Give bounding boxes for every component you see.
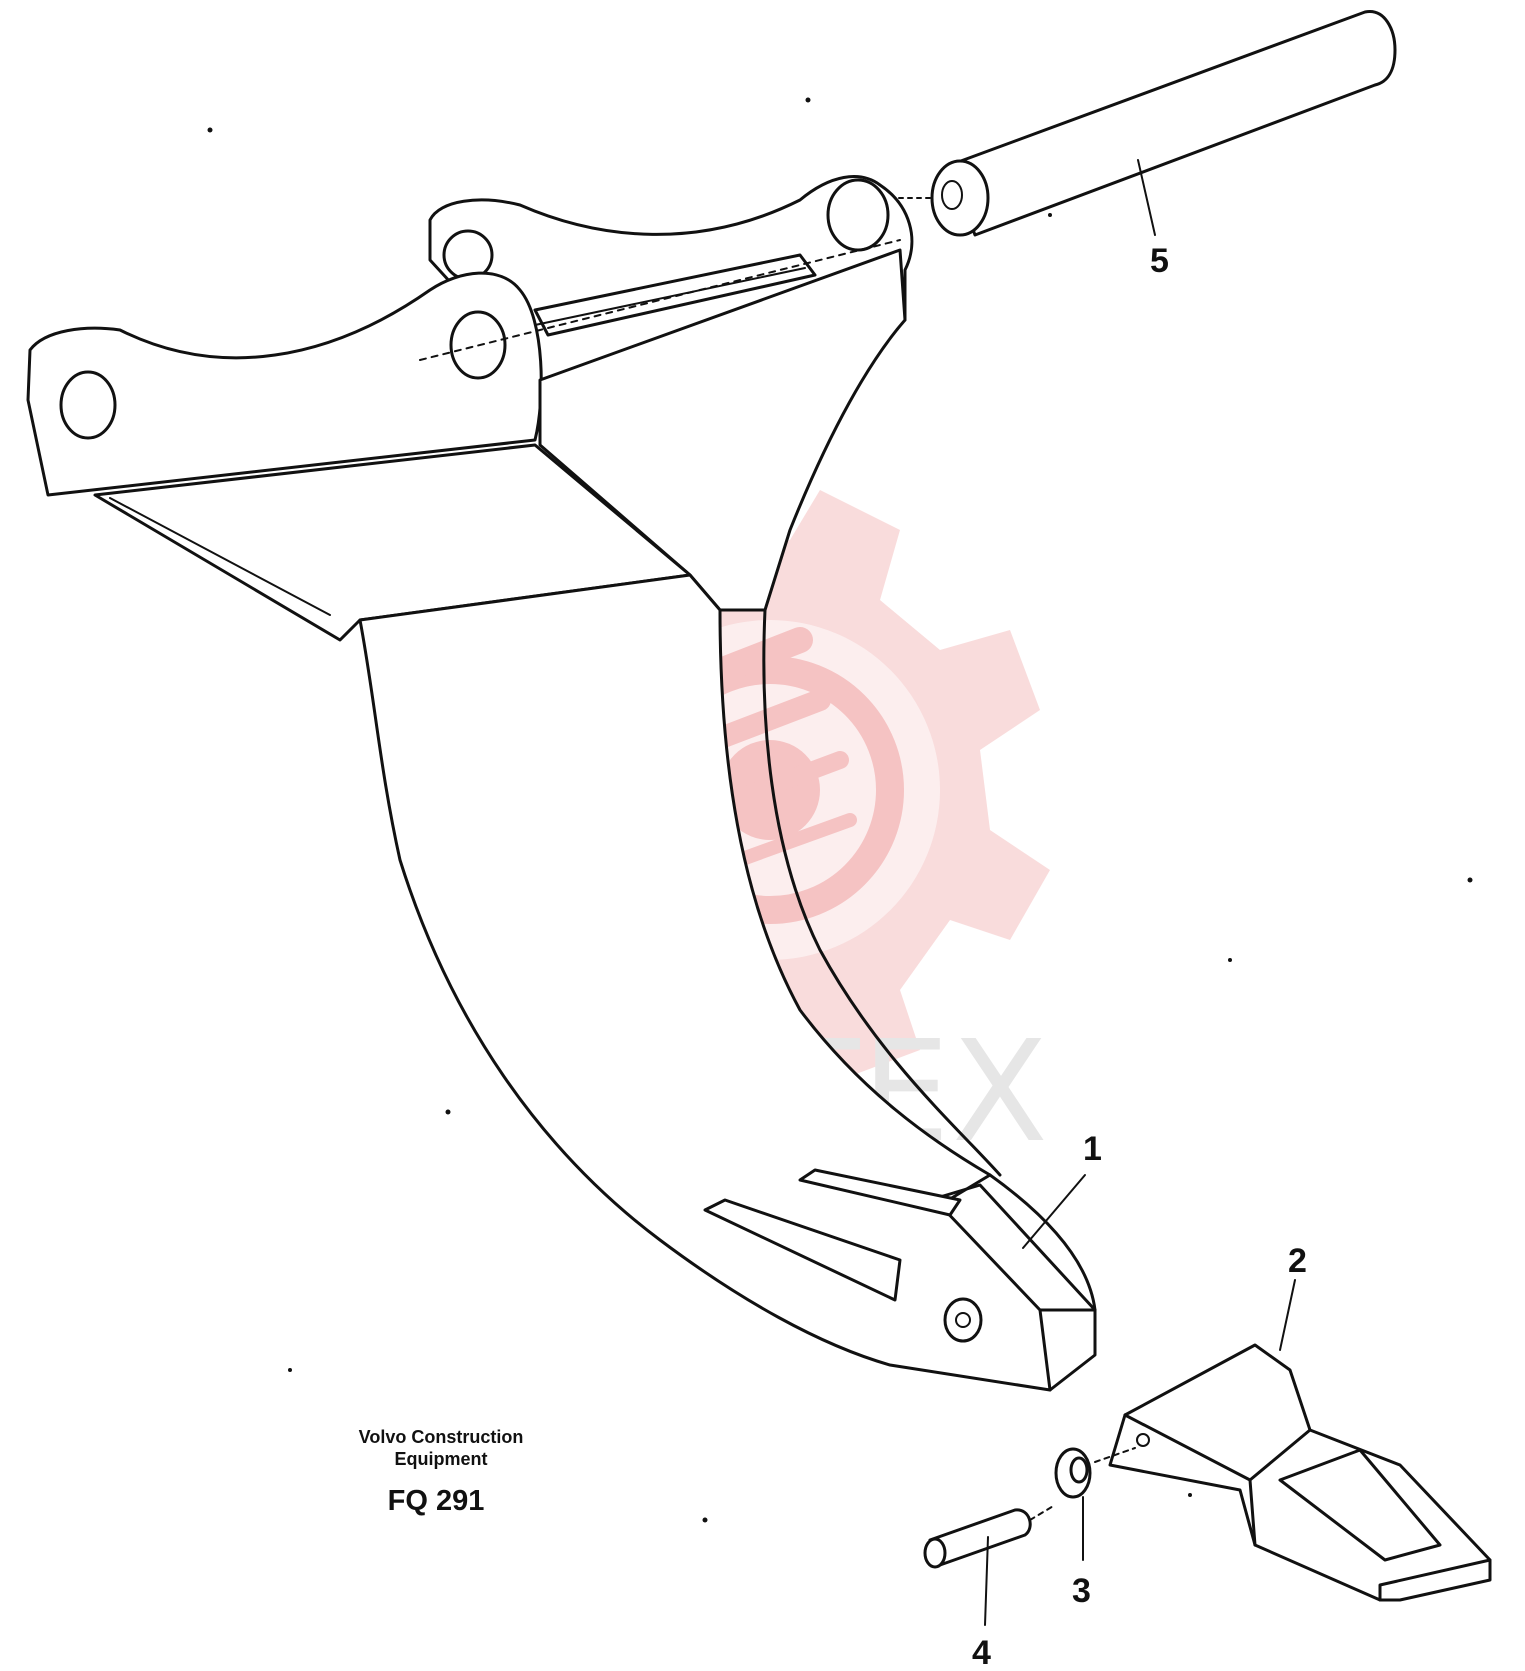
scan-specks [207,97,1473,1523]
caption-company-line1: Volvo Construction [359,1427,524,1447]
mounting-pin-part-5 [419,10,1397,361]
callout-1: 1 [1083,1130,1102,1168]
caption-figure-code: FQ 291 [388,1485,485,1517]
callout-2: 2 [1288,1242,1307,1280]
callout-3: 3 [1072,1572,1091,1610]
retainer-washer-part-3 [1054,1447,1136,1499]
retaining-pin-part-4 [923,1504,1056,1569]
callout-4: 4 [972,1634,991,1671]
caption-company-line2: Equipment [395,1449,488,1469]
ripper-shank-part-1 [26,175,1097,1392]
callout-5: 5 [1150,242,1169,280]
callout-leaders [984,159,1296,1626]
ripper-tooth-part-2 [1108,1343,1492,1602]
